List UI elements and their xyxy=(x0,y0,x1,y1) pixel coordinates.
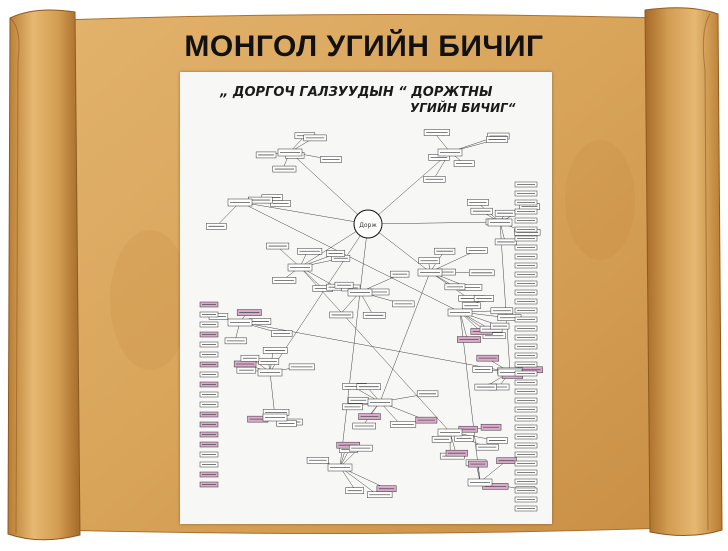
tree-connector xyxy=(368,222,500,224)
tree-connector xyxy=(340,292,360,467)
family-tree-diagram: „ ДОРГОЧ ГАЛЗУУДЫН “ ДОРЖТНЫ УГИЙН БИЧИГ… xyxy=(180,72,552,524)
slide-title: МОНГОЛ УГИЙН БИЧИГ xyxy=(0,30,728,64)
tree-connector xyxy=(290,152,368,224)
document-heading-line-2: УГИЙН БИЧИГ“ xyxy=(410,100,516,115)
genealogy-document: „ ДОРГОЧ ГАЛЗУУДЫН “ ДОРЖТНЫ УГИЙН БИЧИГ… xyxy=(180,72,552,524)
tree-connector xyxy=(368,152,450,224)
tree-connector xyxy=(240,322,510,372)
tree-connector xyxy=(240,202,368,224)
center-node-label: Дорж xyxy=(359,222,377,229)
document-heading-line-1: „ ДОРГОЧ ГАЛЗУУДЫН “ ДОРЖТНЫ xyxy=(219,85,493,100)
